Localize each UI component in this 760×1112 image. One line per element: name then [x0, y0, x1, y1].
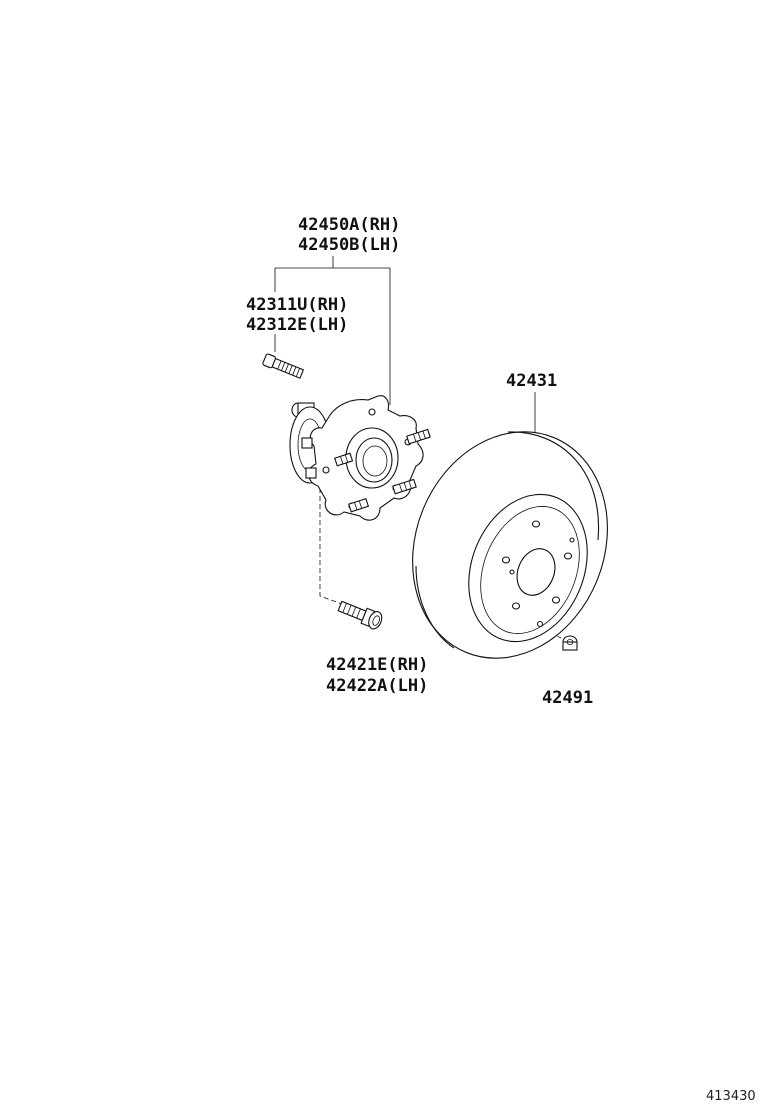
hub-bolt: [262, 353, 305, 379]
mounting-bolt: [337, 600, 383, 630]
label-hub-assembly-lh: 42450B(LH): [298, 235, 400, 255]
label-disc: 42431: [506, 371, 557, 391]
brake-disc: [412, 431, 608, 659]
figure-id: 413430: [706, 1089, 756, 1104]
leader-lines: [274, 256, 566, 641]
label-mount-bolt-rh: 42421E(RH): [326, 655, 428, 675]
label-hub-bolt-rh: 42311U(RH): [246, 295, 348, 315]
disc-screw: [562, 635, 578, 651]
label-hub-bolt-lh: 42312E(LH): [246, 315, 348, 335]
label-disc-screw: 42491: [542, 688, 593, 708]
hub-assembly: [289, 395, 431, 521]
label-mount-bolt-lh: 42422A(LH): [326, 676, 428, 696]
label-hub-assembly-rh: 42450A(RH): [298, 215, 400, 235]
